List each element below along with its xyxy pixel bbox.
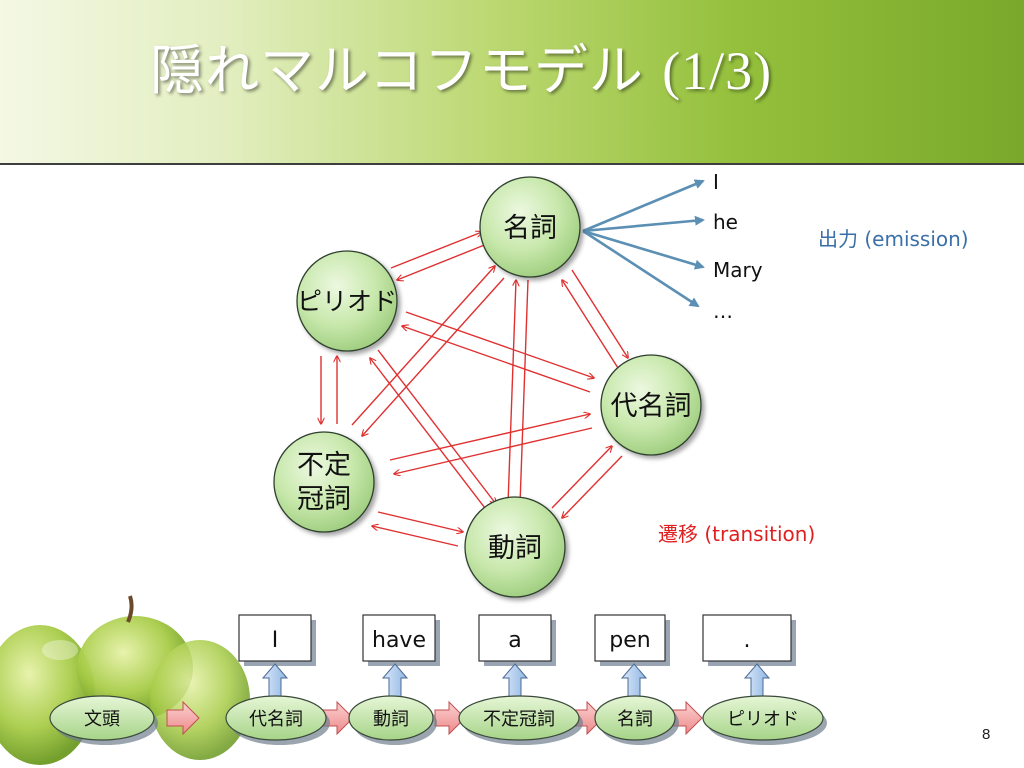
tag-sequence: 文頭 代名詞 動詞 不定冠詞 名詞 — [49, 695, 827, 745]
tag-label: 代名詞 — [249, 709, 303, 730]
transition-arrows — [321, 232, 628, 547]
arrow-pronoun-to-period — [402, 326, 591, 393]
state-node-article: 不定 冠詞 — [273, 431, 375, 533]
tag-pill: 不定冠詞 — [458, 695, 583, 745]
tag-pill-start: 文頭 — [49, 695, 158, 745]
tag-pill: 代名詞 — [225, 695, 330, 745]
emission-word: Mary — [713, 258, 763, 282]
arrow-noun-to-period — [397, 243, 488, 280]
emission-label: 出力 (emission) — [818, 227, 969, 251]
chain-arrow — [434, 700, 466, 736]
emission-words: I he Mary … — [713, 170, 763, 323]
state-label: 代名詞 — [611, 391, 692, 422]
arrow-period-to-verb — [377, 349, 496, 504]
word-box: have — [362, 614, 440, 666]
arrow-article-to-pronoun — [389, 414, 590, 461]
slide-title-number: (1/3) — [662, 41, 773, 101]
emission-word: … — [713, 299, 733, 323]
arrow-pronoun-to-verb — [562, 455, 623, 518]
arrow-pronoun-to-article — [394, 427, 593, 474]
arrow-verb-to-period — [370, 358, 489, 513]
word-text: a — [508, 628, 521, 653]
state-label: 名詞 — [503, 213, 557, 244]
arrow-noun-to-pronoun — [571, 269, 628, 358]
word-text: I — [272, 628, 279, 653]
arrow-period-to-noun — [390, 232, 482, 269]
tag-pill: 名詞 — [594, 695, 679, 745]
arrow-verb-to-pronoun — [551, 446, 612, 509]
word-box: . — [702, 614, 796, 666]
word-text: pen — [609, 628, 650, 653]
slide-title: 隠れマルコフモデル (1/3) — [150, 26, 772, 105]
state-node-noun: 名詞 — [479, 176, 581, 278]
tag-label: 動詞 — [373, 709, 409, 730]
arrow-period-to-pronoun — [405, 311, 594, 378]
state-node-verb: 動詞 — [464, 496, 566, 598]
word-box: I — [238, 614, 316, 666]
arrow-noun-to-article — [362, 277, 505, 436]
emission-word: I — [713, 170, 719, 194]
chain-arrow — [166, 700, 200, 736]
emission-arrow-ellipsis — [582, 229, 700, 308]
state-label: ピリオド — [297, 287, 397, 316]
tag-pill: ピリオド — [702, 695, 827, 745]
apple-decoration — [0, 595, 250, 765]
arrow-article-to-noun — [351, 266, 495, 426]
arrow-article-to-verb — [377, 511, 463, 532]
word-box: a — [478, 614, 556, 666]
state-label: 動詞 — [488, 533, 542, 564]
state-label-line2: 冠詞 — [297, 484, 351, 515]
tag-pill: 動詞 — [348, 695, 437, 745]
emission-arrow-mary — [582, 229, 705, 270]
arrow-verb-to-article — [372, 526, 459, 547]
slide-title-text: 隠れマルコフモデル — [150, 39, 644, 102]
state-node-pronoun: 代名詞 — [600, 354, 702, 456]
title-banner — [0, 0, 1024, 163]
emission-word: he — [713, 210, 738, 234]
arrow-noun-to-verb — [520, 279, 529, 504]
arrow-pronoun-to-noun — [562, 280, 619, 369]
word-box: pen — [594, 614, 670, 666]
title-divider — [0, 163, 1024, 165]
emission-arrows — [582, 179, 705, 308]
word-text: . — [744, 628, 751, 653]
tag-label: ピリオド — [727, 709, 799, 730]
emission-arrow-he — [582, 215, 705, 233]
state-label-line1: 不定 — [297, 450, 351, 481]
transition-label: 遷移 (transition) — [658, 522, 815, 546]
tag-label: 不定冠詞 — [483, 709, 555, 730]
tag-label: 文頭 — [84, 709, 120, 730]
page-number: 8 — [982, 726, 991, 743]
state-node-period: ピリオド — [296, 250, 398, 352]
word-text: have — [372, 628, 426, 653]
tag-label: 名詞 — [617, 709, 653, 730]
word-boxes: I have a pen . — [238, 614, 796, 666]
sequence-emission-arrows — [261, 663, 771, 705]
arrow-verb-to-noun — [507, 280, 516, 505]
emission-arrow-i — [582, 179, 705, 233]
